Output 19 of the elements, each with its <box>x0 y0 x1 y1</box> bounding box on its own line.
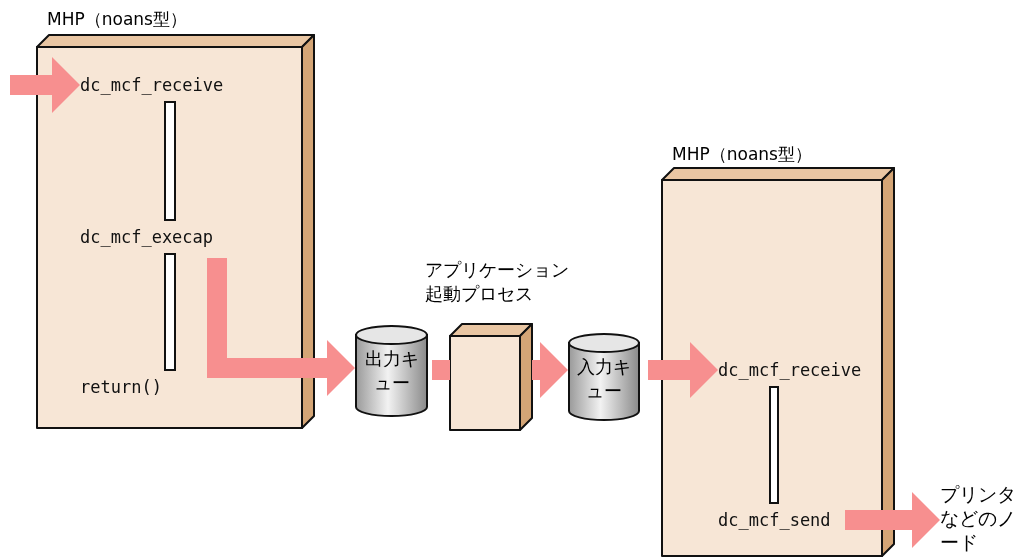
flow-arrow <box>10 57 80 113</box>
block-heading: アプリケーション起動プロセス <box>425 258 570 306</box>
flow-arrow <box>532 342 568 398</box>
block-heading: MHP（noans型） <box>47 8 187 30</box>
block-heading: MHP（noans型） <box>672 143 812 165</box>
function-name: dc_mcf_execap <box>80 226 220 248</box>
activity-bar <box>164 253 176 371</box>
activity-bar <box>164 101 176 221</box>
function-name: dc_mcf_send <box>718 509 833 531</box>
function-name: dc_mcf_receive <box>80 74 230 96</box>
function-name: dc_mcf_receive <box>718 359 868 381</box>
flow-arrow <box>207 258 355 396</box>
queue-label: 出力キュー <box>363 347 420 395</box>
destination-label: プリンタなどのノード <box>940 482 1018 558</box>
activity-bar <box>769 386 779 504</box>
queue-label: 入力キュー <box>576 355 632 403</box>
function-name: return() <box>80 376 170 398</box>
flow-arrow <box>845 492 940 548</box>
flow-arrow <box>648 342 718 398</box>
